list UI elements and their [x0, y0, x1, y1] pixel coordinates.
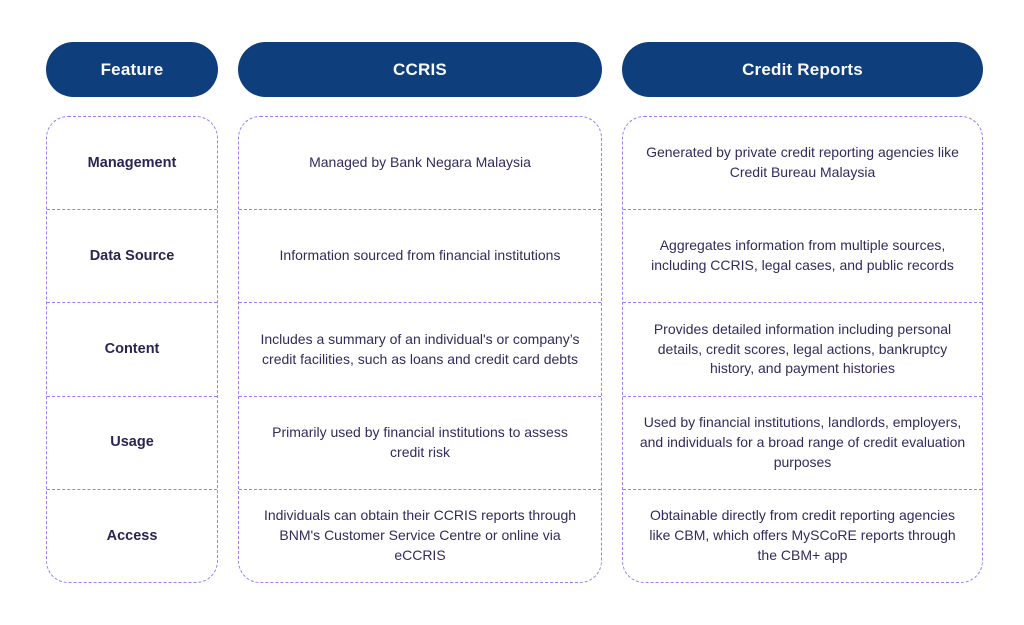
feature-label-usage: Usage — [47, 395, 217, 489]
credit-reports-data-source-cell: Aggregates information from multiple sou… — [623, 209, 982, 302]
feature-label-content: Content — [47, 302, 217, 395]
header-credit-reports: Credit Reports — [622, 42, 983, 97]
feature-label-management: Management — [87, 154, 177, 171]
ccris-management-cell: Managed by Bank Negara Malaysia — [309, 154, 531, 171]
header-row: Feature CCRIS Credit Reports — [46, 42, 983, 97]
feature-label-data-source: Data Source — [47, 209, 217, 302]
ccris-content-cell: Includes a summary of an individual's or… — [239, 302, 601, 395]
header-ccris: CCRIS — [238, 42, 602, 97]
credit-reports-usage-cell: Used by financial institutions, landlord… — [623, 395, 982, 489]
feature-column: Management Data Source Content Usage Acc… — [46, 116, 218, 583]
credit-reports-column: Generated by private credit reporting ag… — [622, 116, 983, 583]
credit-reports-content-cell: Provides detailed information including … — [623, 302, 982, 395]
feature-label-access: Access — [47, 488, 217, 582]
ccris-access-cell: Individuals can obtain their CCRIS repor… — [239, 488, 601, 582]
ccris-column: Managed by Bank Negara Malaysia Informat… — [238, 116, 602, 583]
credit-reports-management-cell: Generated by private credit reporting ag… — [646, 144, 959, 181]
header-feature: Feature — [46, 42, 218, 97]
credit-reports-access-cell: Obtainable directly from credit reportin… — [623, 488, 982, 582]
ccris-usage-cell: Primarily used by financial institutions… — [239, 395, 601, 489]
ccris-data-source-cell: Information sourced from financial insti… — [239, 209, 601, 302]
table-body: Management Data Source Content Usage Acc… — [46, 116, 983, 583]
